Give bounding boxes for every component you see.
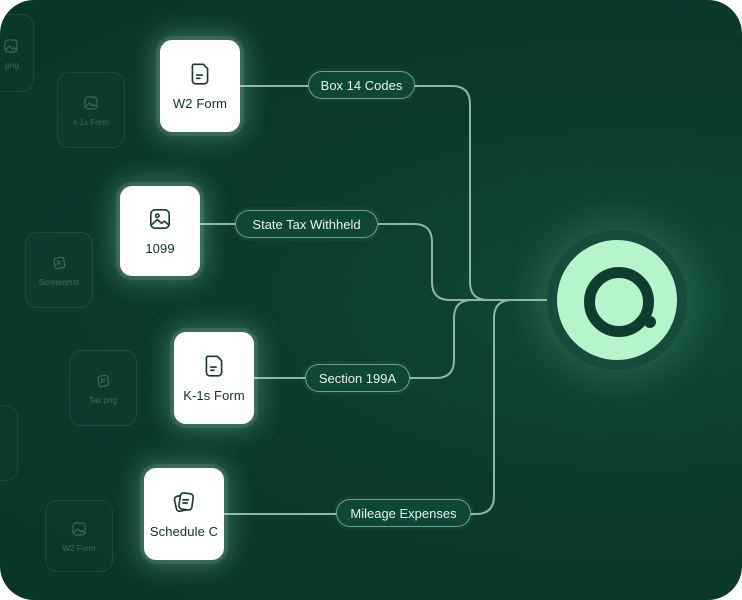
background-file-card: Tax.png [69, 350, 137, 426]
background-file-card: W2 Form [45, 500, 113, 572]
document-label: 1099 [145, 241, 175, 256]
field-pill-box-14-codes: Box 14 Codes [308, 71, 415, 99]
field-pill-label: State Tax Withheld [252, 216, 361, 232]
image-icon [149, 208, 171, 230]
stacked-notes-icon [97, 374, 110, 387]
connector-1099 [199, 223, 549, 301]
field-pill-state-tax-withheld: State Tax Withheld [235, 210, 378, 238]
image-icon [84, 95, 98, 110]
background-file-label: Screenshot [38, 277, 80, 287]
field-pill-mileage-expenses: Mileage Expenses [336, 499, 471, 527]
connector-schedule-c [223, 299, 549, 515]
background-file-label: Tax.png [88, 395, 118, 405]
image-icon [4, 38, 18, 53]
background-file-card: k-1s Form [57, 72, 125, 148]
connector-w2 [239, 85, 549, 301]
background-file-card: .png [0, 14, 34, 92]
logo-dot [644, 316, 656, 328]
document-card-k1s-form[interactable]: K-1s Form [174, 332, 254, 424]
field-pill-label: Mileage Expenses [350, 505, 457, 521]
background-file-card: Screenshot [25, 232, 93, 308]
connector-k1s [253, 299, 549, 379]
document-card-schedule-c[interactable]: Schedule C [144, 468, 224, 560]
background-file-label: .png [3, 60, 19, 70]
document-label: W2 Form [172, 96, 228, 111]
field-pill-label: Box 14 Codes [320, 77, 403, 93]
background-file-card [0, 405, 18, 481]
document-label: Schedule C [149, 524, 219, 539]
document-icon [191, 63, 209, 85]
document-card-1099[interactable]: 1099 [120, 186, 200, 276]
background-file-label: W2 Form [62, 543, 96, 553]
document-label: K-1s Form [183, 388, 245, 403]
document-icon [205, 355, 223, 377]
image-icon [72, 521, 86, 536]
field-pill-section-199a: Section 199A [305, 364, 410, 392]
background-file-label: k-1s Form [73, 117, 109, 127]
field-pill-label: Section 199A [318, 370, 397, 386]
brand-logo-icon [557, 240, 677, 360]
document-card-w2-form[interactable]: W2 Form [160, 40, 240, 132]
stacked-notes-icon [53, 256, 66, 269]
logo-ring [584, 267, 654, 337]
stacked-notes-icon [173, 492, 195, 513]
